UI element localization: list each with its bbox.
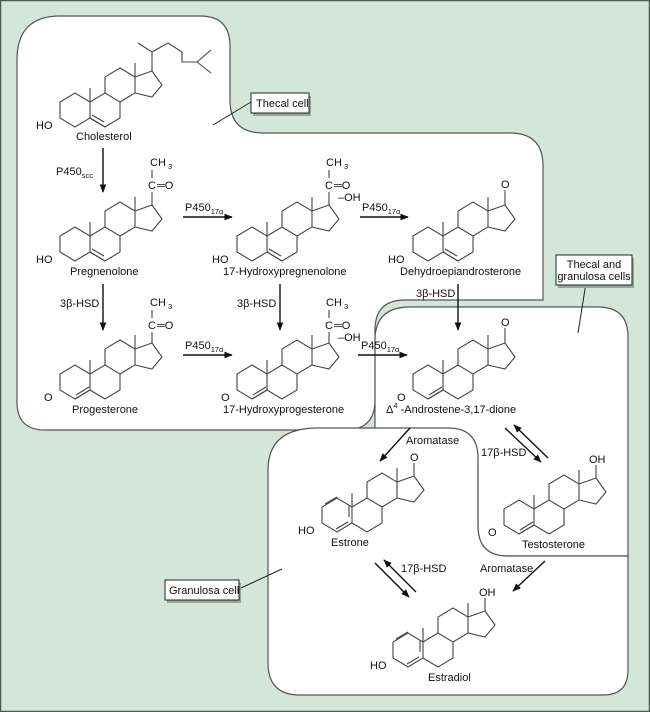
thecal-granulosa-label-2: granulosa cells [557,271,631,283]
dhea-structure: O HO Dehydroepiandrosterone [388,179,521,278]
arrow-androstenedione-testosterone [504,427,542,463]
estrone-structure: O HO Estrone [298,452,425,549]
thecal-cell-callout: Thecal cell [212,92,311,126]
ho-label: HO [36,120,53,132]
enzyme-p450-17a-4: P45017α [361,340,400,354]
svg-text:═O: ═O [333,320,351,332]
arrow-estradiol-estrone [383,559,417,593]
svg-text:–OH: –OH [338,332,361,344]
svg-text:3: 3 [344,302,348,311]
arrow-testosterone-estradiol [512,560,546,592]
enzyme-p450-17a-2: P45017α [362,202,401,216]
cholesterol-name: Cholesterol [76,131,132,143]
svg-text:3: 3 [344,162,348,171]
svg-text:═O: ═O [156,180,174,192]
svg-text:OH: OH [589,454,606,466]
svg-text:HO: HO [36,254,53,266]
granulosa-cell-leader [240,568,283,589]
arrow-estrone-estradiol [374,562,410,598]
granulosa-cell-region [267,427,629,696]
arrow-testosterone-androstenedione [513,424,549,459]
svg-text:3: 3 [168,162,172,171]
thecal-cell-region [16,15,544,431]
svg-text:C: C [325,180,333,192]
testosterone-structure: OH O Testosterone [488,454,607,551]
svg-text:3: 3 [168,302,172,311]
svg-text:O: O [501,317,510,329]
enzyme-aromatase-2: Aromatase [480,563,533,575]
svg-text:CH: CH [326,157,342,169]
enzyme-3b-hsd-2: 3β-HSD [237,298,276,310]
androstenedione-name: Δ4 -Androstene-3,17-dione [386,401,516,416]
progesterone-name: Progesterone [72,404,138,416]
androstenedione-structure: O O Δ4 -Androstene-3,17-dione [386,317,516,416]
svg-text:O: O [501,179,510,191]
svg-text:O: O [221,392,230,404]
svg-text:CH: CH [150,157,166,169]
svg-text:–OH: –OH [338,192,361,204]
svg-text:CH: CH [150,297,166,309]
thecal-cell-label: Thecal cell [256,98,309,110]
hydroxypregnenolone-name: 17-Hydroxypregnenolone [223,266,347,278]
enzyme-aromatase-1: Aromatase [406,435,459,447]
granulosa-cell-callout: Granulosa cell [164,568,283,603]
svg-text:═O: ═O [156,320,174,332]
svg-text:O: O [397,392,406,404]
enzyme-3b-hsd-1: 3β-HSD [60,298,99,310]
testosterone-name: Testosterone [522,539,585,551]
svg-text:C: C [148,180,156,192]
pregnenolone-name: Pregnenolone [70,266,139,278]
svg-text:C: C [325,320,333,332]
svg-text:CH: CH [326,297,342,309]
enzyme-p450-17a-3: P45017α [185,340,224,354]
enzyme-p450scc: P450scc [56,166,93,180]
svg-text:O: O [488,527,497,539]
hydroxyprogesterone-name: 17-Hydroxyprogesterone [223,404,344,416]
estradiol-structure: OH HO Estradiol [370,587,496,684]
enzyme-p450-17a-1: P45017α [185,202,224,216]
svg-text:C: C [148,320,156,332]
svg-text:HO: HO [370,660,387,672]
thecal-cell-leader [212,101,252,126]
svg-text:HO: HO [298,525,315,537]
estrone-name: Estrone [331,537,369,549]
estradiol-name: Estradiol [428,672,471,684]
arrow-androstenedione-estrone [379,427,411,462]
svg-text:O: O [410,452,419,464]
svg-text:OH: OH [479,587,496,599]
cholesterol-structure: HO Cholesterol [36,42,212,143]
dhea-name: Dehydroepiandrosterone [400,266,521,278]
granulosa-cell-label: Granulosa cell [169,585,239,597]
svg-text:═O: ═O [333,180,351,192]
enzyme-17b-hsd-1: 17β-HSD [481,447,527,459]
svg-text:HO: HO [212,254,229,266]
svg-text:HO: HO [388,254,405,266]
svg-text:O: O [44,392,53,404]
thecal-granulosa-callout: Thecal and granulosa cells [555,254,634,334]
enzyme-17b-hsd-2: 17β-HSD [401,563,447,575]
enzyme-3b-hsd-3: 3β-HSD [416,288,455,300]
thecal-granulosa-label-1: Thecal and [567,259,621,271]
